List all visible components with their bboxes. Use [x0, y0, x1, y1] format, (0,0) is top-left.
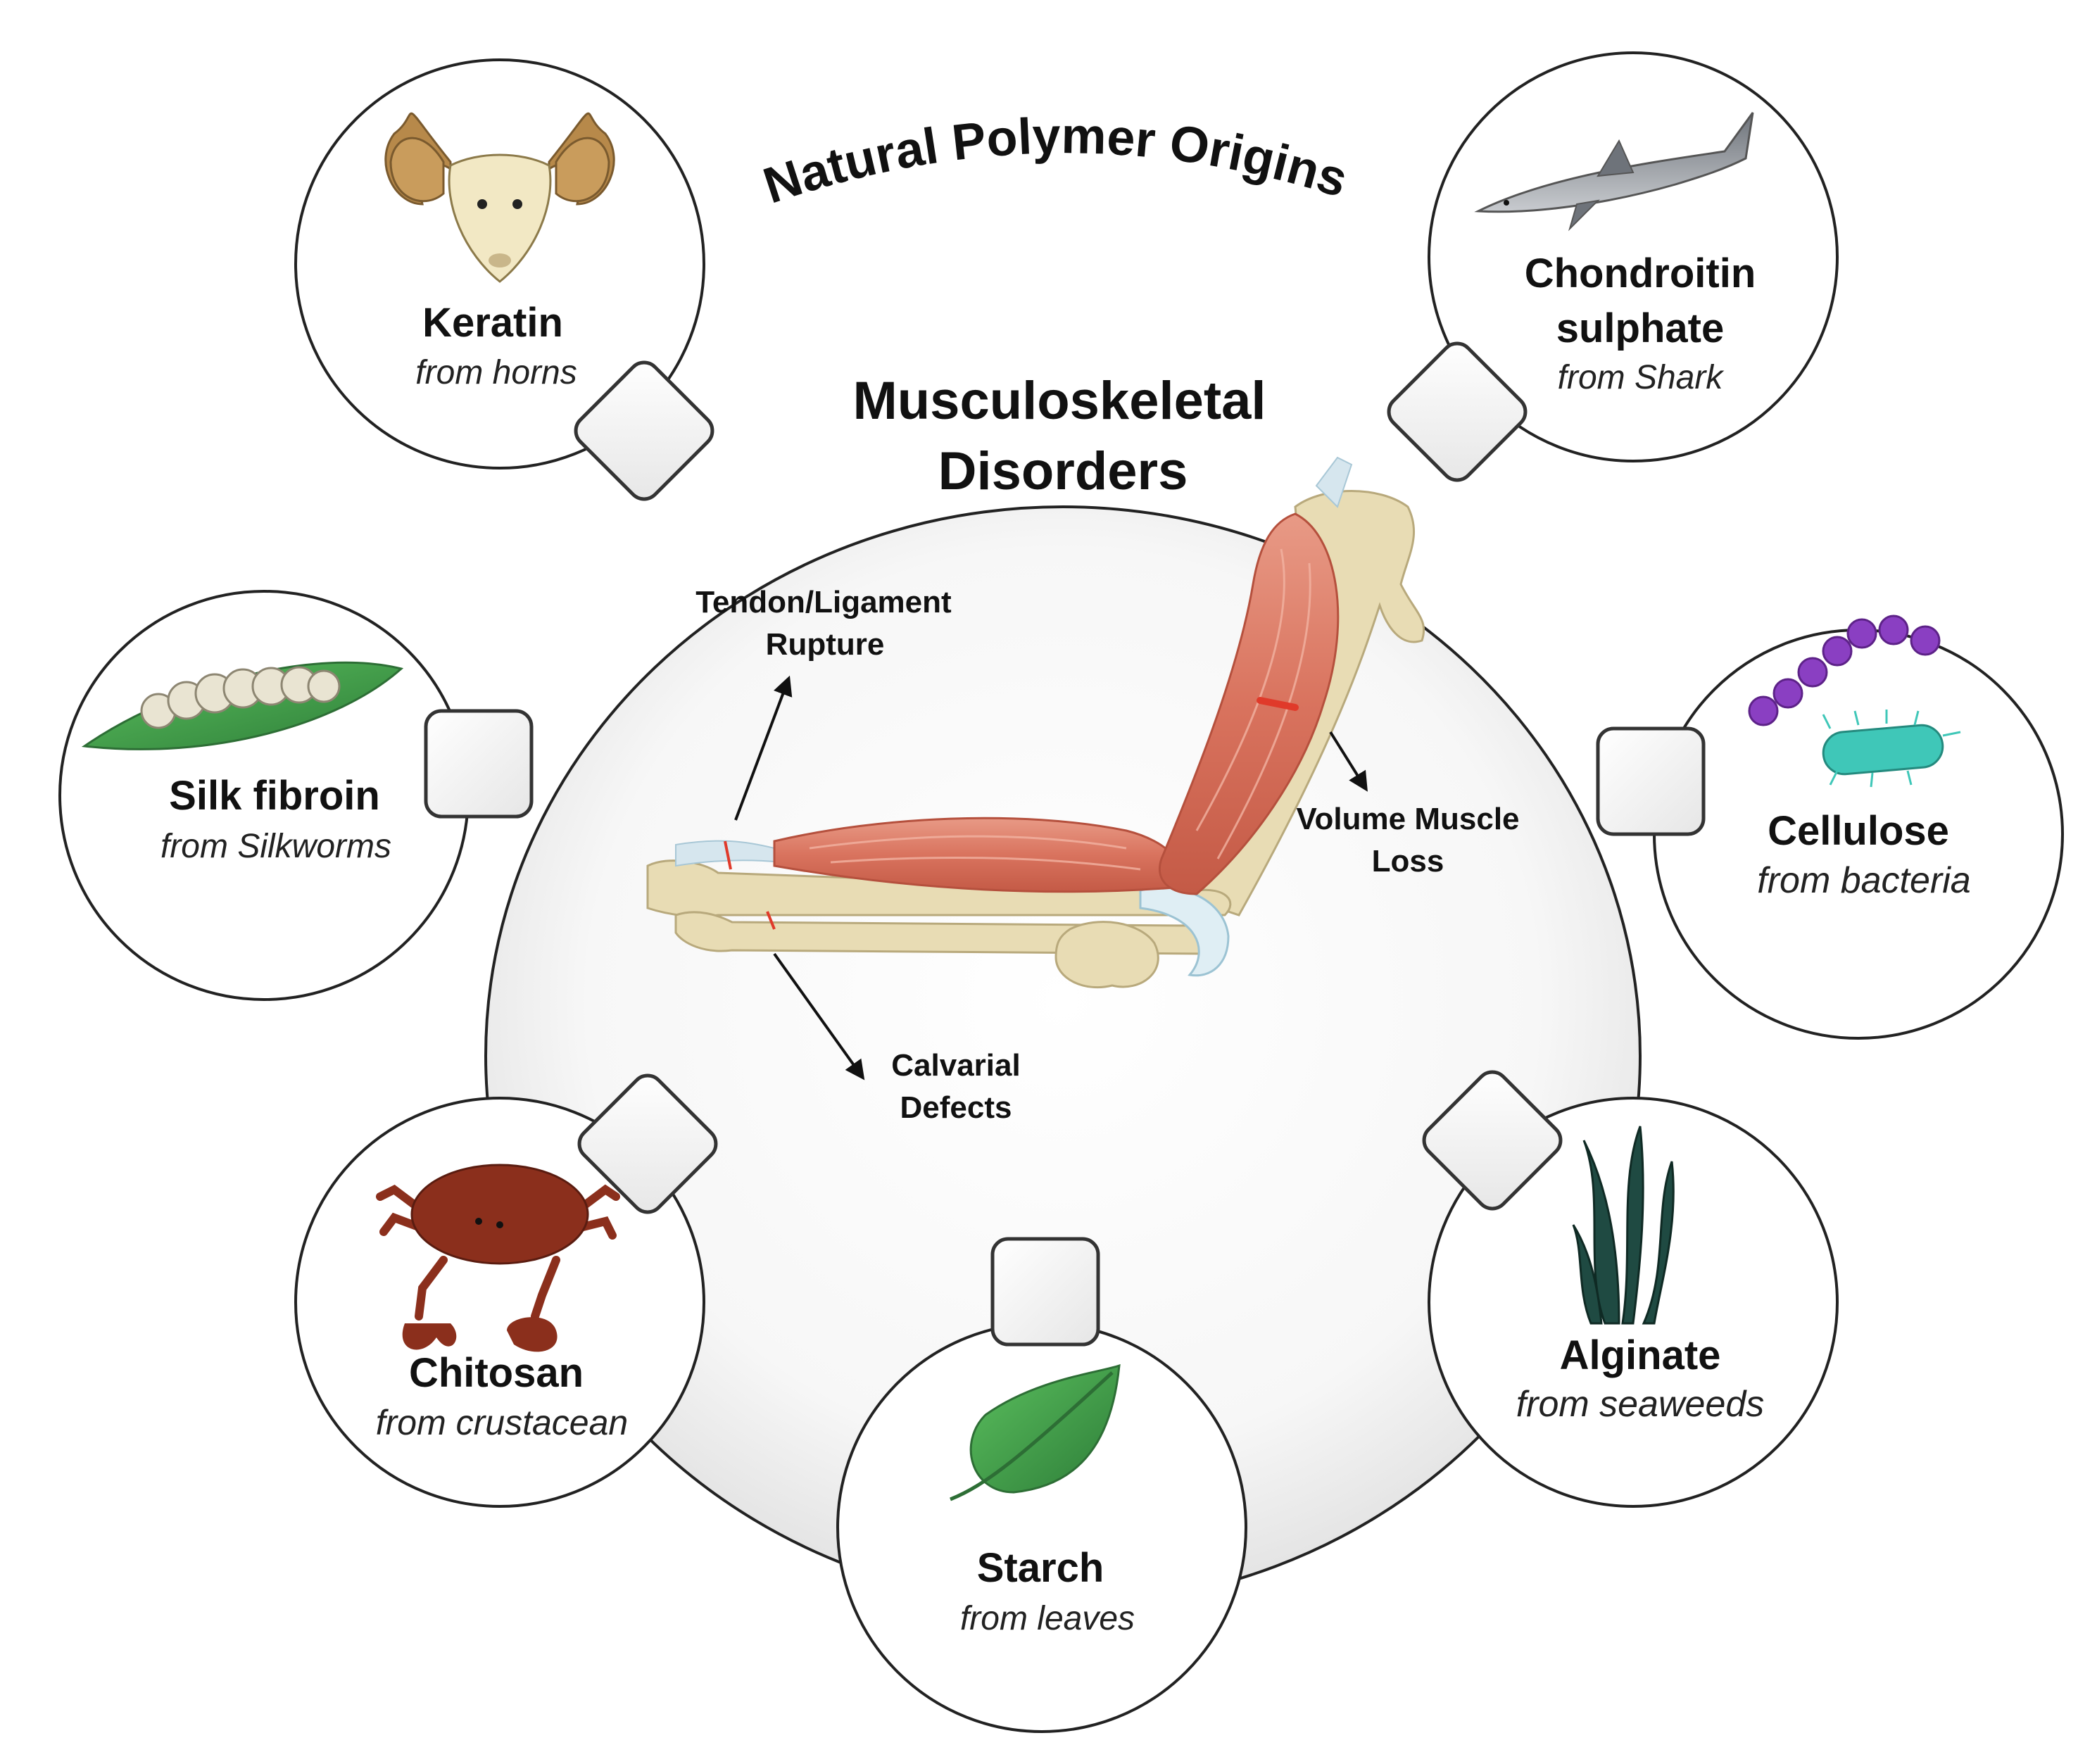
seaweed-icon — [1572, 1126, 1675, 1325]
chitosan-circle — [294, 1097, 705, 1508]
connector-chitosan — [577, 1073, 718, 1214]
bone-injury-mark — [766, 911, 776, 930]
condition-calvarial-line2: Defects — [900, 1090, 1012, 1125]
silkworm-on-leaf-icon — [81, 661, 404, 750]
arrow-tendon — [734, 675, 793, 821]
connectors — [424, 341, 1706, 1347]
center-title-line1: Musculoskeletal — [852, 371, 1266, 431]
arm-illustration — [646, 456, 1425, 989]
keratin-origin: from horns — [415, 354, 577, 391]
ram-head-icon — [384, 112, 615, 283]
chondroitin-name-line1: Chondroitin — [1525, 251, 1756, 296]
chondroitin-name-line2: sulphate — [1556, 305, 1725, 351]
diagram-title: Natural Polymer Origins — [757, 108, 1354, 215]
chondroitin-origin: from Shark — [1558, 359, 1725, 396]
center-title-line2: Disorders — [938, 441, 1188, 501]
alginate-name: Alginate — [1560, 1333, 1721, 1378]
starch-origin: from leaves — [960, 1600, 1135, 1637]
tendon-injury-mark — [724, 840, 732, 870]
tendon-upper — [1315, 456, 1353, 508]
connector-keratin — [574, 360, 714, 501]
leaf-icon — [950, 1363, 1121, 1501]
elbow-cartilage — [1139, 886, 1230, 977]
condition-volume-line1: Volume Muscle — [1296, 802, 1519, 836]
chitosan-origin: from crustacean — [376, 1403, 628, 1442]
alginate-origin: from seaweeds — [1516, 1384, 1765, 1425]
upper-arm-muscle — [1159, 512, 1340, 895]
silk-name: Silk fibroin — [169, 773, 380, 819]
connector-starch — [990, 1237, 1100, 1347]
chitosan-name: Chitosan — [409, 1350, 584, 1396]
bacteria-icon — [1748, 615, 1961, 788]
cellulose-name: Cellulose — [1768, 808, 1949, 854]
elbow-bones — [1054, 921, 1159, 989]
connector-chondroitin — [1387, 341, 1528, 482]
arrow-volume — [1329, 731, 1368, 792]
condition-tendon-line2: Rupture — [766, 627, 885, 662]
connector-silk — [424, 709, 534, 819]
shark-icon — [1474, 112, 1754, 232]
silk-origin: from Silkworms — [160, 828, 391, 865]
condition-volume-line2: Loss — [1372, 844, 1444, 878]
condition-tendon-line1: Tendon/Ligament — [695, 585, 952, 619]
keratin-name: Keratin — [422, 300, 563, 346]
cellulose-origin: from bacteria — [1757, 860, 1970, 901]
condition-calvarial-line1: Calvarial — [891, 1048, 1020, 1083]
starch-name: Starch — [977, 1545, 1104, 1591]
arrow-calvarial — [773, 952, 865, 1081]
starch-circle — [836, 1322, 1247, 1733]
connector-alginate — [1422, 1070, 1563, 1211]
muscle-injury-mark — [1257, 697, 1299, 711]
crab-icon — [376, 1164, 620, 1352]
connector-cellulose — [1596, 726, 1706, 836]
